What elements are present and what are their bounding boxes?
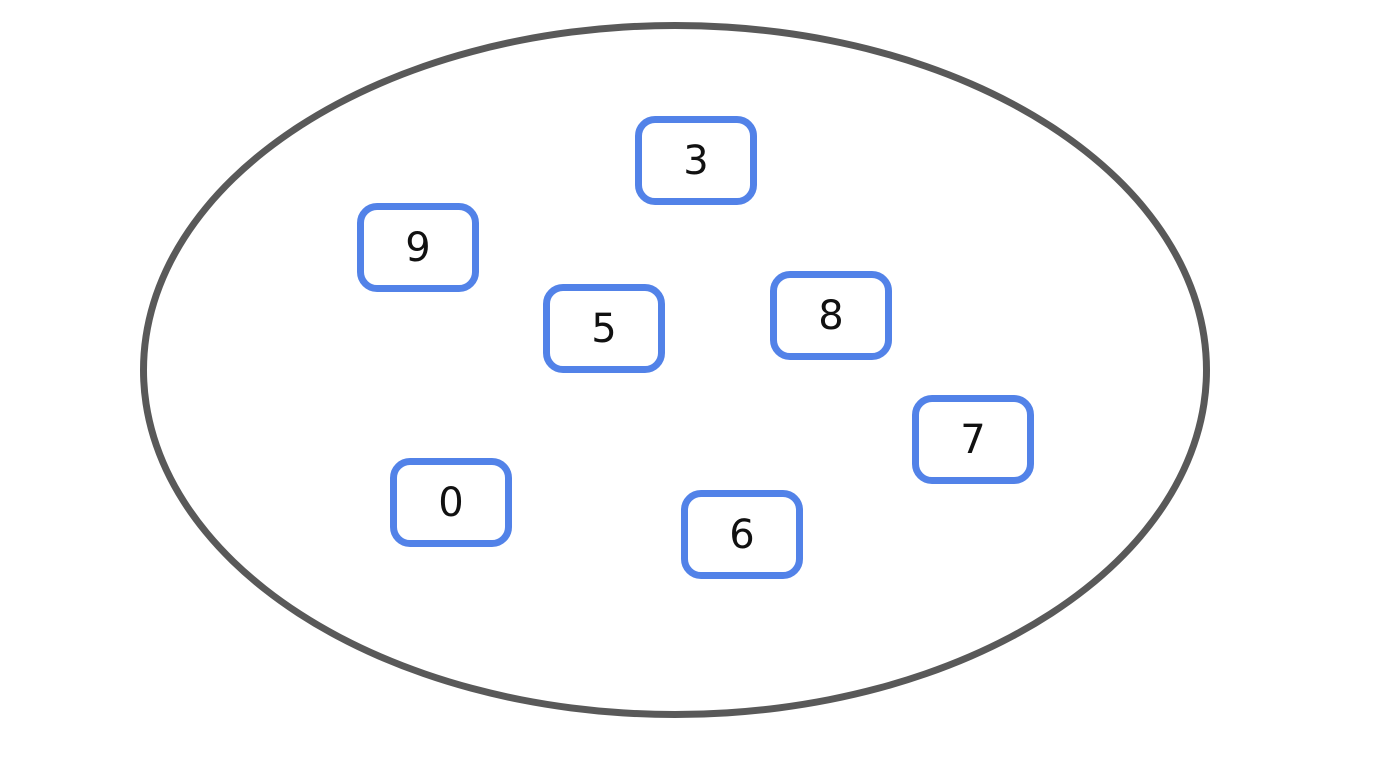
card-value: 5 [591, 305, 617, 352]
card-value: 9 [405, 224, 431, 271]
card-value: 0 [438, 479, 464, 526]
number-card-9[interactable]: 9 [357, 203, 479, 292]
number-card-3[interactable]: 3 [635, 116, 757, 205]
number-card-5[interactable]: 5 [543, 284, 665, 373]
number-card-0[interactable]: 0 [390, 458, 512, 547]
card-value: 7 [960, 416, 986, 463]
card-value: 3 [683, 137, 709, 184]
card-value: 8 [818, 292, 844, 339]
number-card-8[interactable]: 8 [770, 271, 892, 360]
card-value: 6 [729, 511, 755, 558]
number-card-6[interactable]: 6 [681, 490, 803, 579]
number-card-7[interactable]: 7 [912, 395, 1034, 484]
